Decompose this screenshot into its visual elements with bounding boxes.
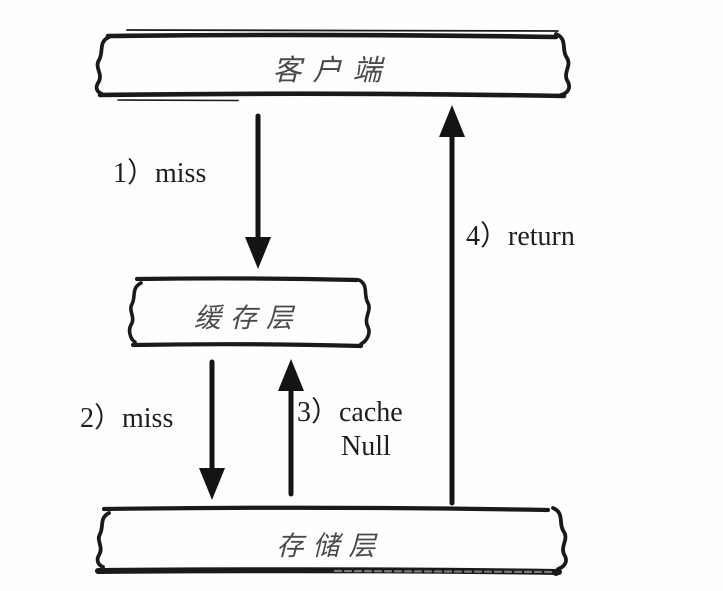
cache-box-top-line — [134, 276, 360, 283]
storage-box-right-brace — [551, 506, 568, 571]
edge-label-4-return: 4）return — [466, 221, 575, 252]
arrows — [199, 105, 465, 506]
client-box-top-line — [105, 32, 559, 40]
edge-label-3-line1: 3）cache — [297, 397, 403, 428]
cache-layer-box-outline — [127, 276, 371, 349]
client-box-right-brace — [554, 32, 572, 97]
client-box-bottom-line — [97, 91, 567, 99]
edge-label-3-line2: Null — [341, 430, 391, 462]
storage-box-right-brace-dot — [553, 570, 559, 576]
node-label-cache-layer: 缓存层 — [194, 303, 302, 333]
storage-layer-box-outline — [95, 505, 568, 576]
arrow-3-storage-to-cache — [278, 359, 304, 497]
client-box-outline — [94, 29, 572, 102]
cache-box-right-brace — [357, 278, 371, 346]
client-box-top-thin-line — [126, 29, 559, 32]
edge-label-1-miss: 1）miss — [113, 158, 207, 189]
arrow-1-client-to-cache — [245, 113, 271, 269]
arrow-4-up-head — [439, 105, 465, 137]
storage-box-bottom-line-watermark-texture — [333, 569, 558, 574]
cache-box-bottom-line — [130, 342, 364, 349]
storage-box-left-brace — [95, 511, 111, 569]
arrow-4-storage-to-client — [439, 105, 465, 506]
arrow-3-up-head — [278, 359, 304, 391]
client-box-bottom-thin-line — [117, 99, 239, 102]
storage-box-top-line — [101, 505, 551, 513]
arrow-2-cache-to-storage — [199, 359, 225, 500]
cache-box-left-brace — [127, 281, 143, 344]
client-box-left-brace — [94, 35, 111, 96]
arrow-1-down-head — [245, 237, 271, 269]
node-label-storage-layer: 存储层 — [276, 531, 385, 561]
arrow-2-down-head — [199, 468, 225, 500]
node-label-client: 客户端 — [272, 55, 393, 87]
edge-label-2-miss: 2）miss — [80, 403, 174, 434]
